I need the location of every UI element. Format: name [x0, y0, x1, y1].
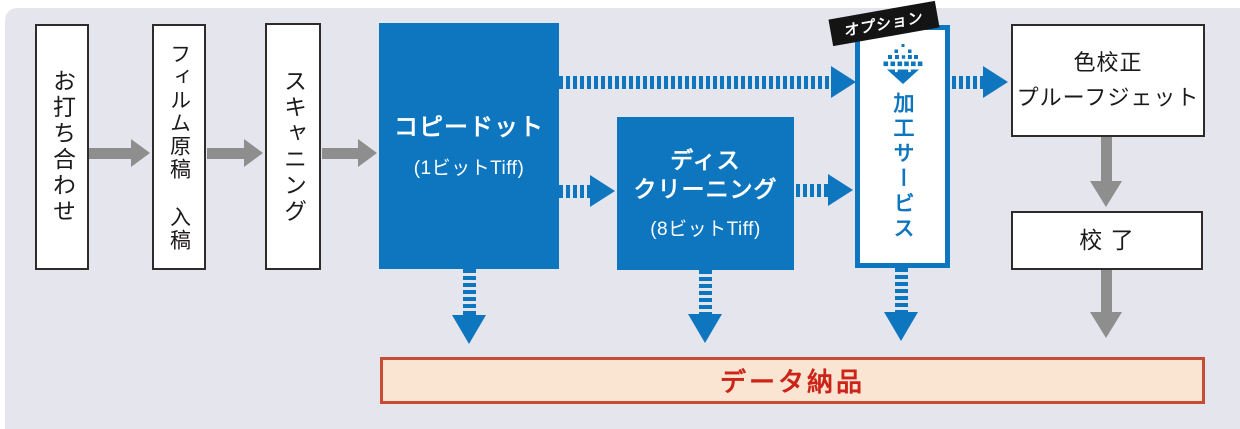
step-box-film-input: フィルム原稿 入稿	[152, 24, 206, 270]
arrow-shaft	[796, 183, 829, 197]
arrow-shaft	[894, 268, 908, 313]
arrow-head	[131, 139, 150, 167]
processing-service-label: 加工サービス	[891, 92, 914, 242]
arrow-head	[831, 66, 856, 98]
arrow-head	[590, 175, 615, 207]
arrow-head	[688, 314, 722, 343]
descreening-title: ディス クリーニング	[633, 147, 778, 202]
data-delivery-label: データ納品	[719, 367, 865, 397]
step-box-final-proof: 校 了	[1011, 211, 1203, 270]
copydot-subtitle: (1ビットTiff)	[413, 157, 525, 179]
descreening-subtitle: (8ビットTiff)	[650, 218, 761, 240]
arrow-shaft	[559, 184, 591, 198]
arrow-head	[244, 139, 263, 167]
arrow-head	[884, 312, 918, 341]
step-label-scanning: スキャニング	[280, 68, 307, 225]
arrow-head	[358, 139, 377, 167]
arrow-head	[1090, 312, 1122, 338]
step-box-scanning: スキャニング	[265, 23, 321, 270]
step-label-meeting: お打ち合わせ	[49, 69, 76, 225]
step-box-processing-service: 加工サービス	[855, 25, 950, 268]
arrow-head	[452, 315, 486, 344]
step-label-film-input: フィルム原稿 入稿	[167, 42, 191, 252]
step-box-meeting: お打ち合わせ	[35, 24, 89, 270]
arrow-head	[828, 174, 853, 206]
arrow-head	[983, 66, 1008, 98]
arrow-shaft	[207, 147, 245, 159]
arrow-shaft	[559, 75, 832, 89]
arrow-shaft	[89, 147, 132, 159]
step-box-copydot: コピードット (1ビットTiff)	[379, 23, 559, 269]
final-proof-label: 校 了	[1079, 226, 1135, 253]
arrow-shaft	[1100, 270, 1112, 314]
data-delivery-box: データ納品	[380, 357, 1205, 404]
copydot-title: コピードット	[394, 113, 544, 141]
color-proof-label: 色校正 プルーフジェット	[1016, 50, 1200, 110]
arrow-shaft	[322, 147, 359, 159]
arrow-head	[1090, 181, 1122, 207]
arrow-shaft	[952, 75, 984, 89]
halftone-dots-diamond-icon	[883, 44, 922, 84]
arrow-shaft	[462, 269, 476, 316]
step-box-color-proof: 色校正 プルーフジェット	[1011, 24, 1205, 137]
arrow-shaft	[698, 270, 712, 315]
arrow-shaft	[1100, 137, 1112, 183]
step-box-descreening: ディス クリーニング (8ビットTiff)	[617, 117, 794, 270]
